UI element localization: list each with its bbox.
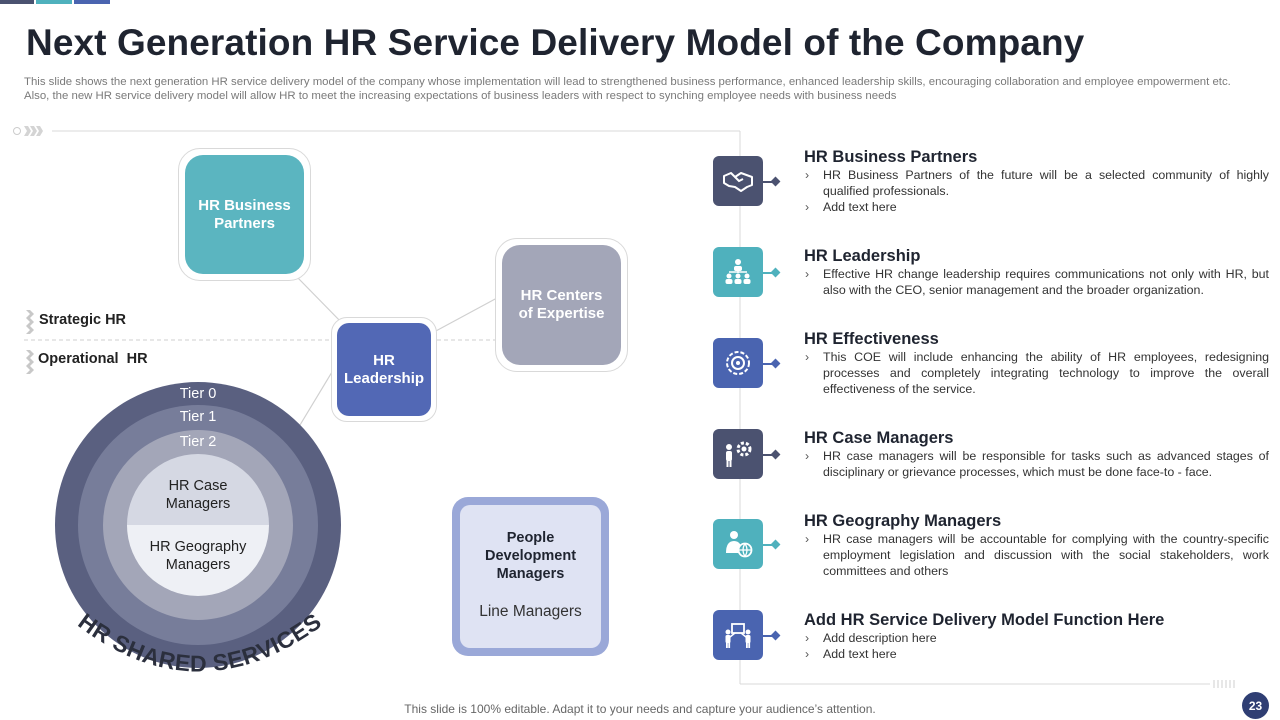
footer-note: This slide is 100% editable. Adapt it to… (404, 702, 876, 716)
function-bullet: › HR case managers will be accountable fo… (803, 531, 1269, 579)
function-bullet: › Add text here (803, 199, 1269, 215)
bullet-chevron-icon: › (805, 200, 810, 214)
function-bullet-text: Add text here (823, 200, 897, 214)
function-bullet: › Add text here (803, 646, 1269, 662)
function-bullet-text: HR case managers will be accountable for… (823, 532, 1269, 578)
function-bullet-text: Add text here (823, 647, 897, 661)
hr-business-partners-label: HR Business Partners (185, 155, 304, 274)
hr-geography-managers-core: HR Geography Managers (149, 539, 247, 573)
bullet-chevron-icon: › (805, 350, 810, 364)
function-bullet-text: Add description here (823, 631, 937, 645)
function-bullet-text: Effective HR change leadership requires … (823, 267, 1269, 297)
function-connector (763, 363, 775, 365)
people-development-inner: People Development Managers Line Manager… (460, 505, 601, 648)
shared-services-arc-text-layer: HR SHARED SERVICES (74, 608, 326, 677)
shared-services-circle (55, 382, 341, 668)
function-bullets: › Add description here › Add text here (803, 630, 1269, 662)
function-connector (763, 181, 775, 183)
function-bullets: › HR Business Partners of the future will… (803, 167, 1269, 215)
top-accent-dark (0, 0, 34, 4)
tier2-label: Tier 2 (179, 434, 217, 450)
handshake-icon (723, 168, 753, 194)
function-icon-box (713, 610, 763, 660)
bullet-chevron-icon: › (805, 631, 810, 645)
function-connector (763, 272, 775, 274)
function-title: HR Geography Managers (804, 512, 1002, 530)
function-icon-box (713, 338, 763, 388)
bullet-chevron-icon: › (805, 267, 810, 281)
bullet-chevron-icon: › (805, 532, 810, 546)
person-globe-icon (723, 529, 753, 559)
people-development-box: People Development Managers Line Manager… (452, 497, 609, 656)
function-connector (763, 635, 775, 637)
top-accent-teal (36, 0, 72, 4)
function-title: HR Leadership (804, 247, 921, 265)
tier0-label: Tier 0 (179, 386, 217, 402)
function-bullets: › Effective HR change leadership requires… (803, 266, 1269, 298)
bullet-chevron-icon: › (805, 647, 810, 661)
org-chart-icon (723, 257, 753, 287)
function-bullet-text: This COE will include enhancing the abil… (823, 350, 1269, 396)
shared-services-arc-text: HR SHARED SERVICES (74, 608, 326, 677)
function-title: HR Business Partners (804, 148, 978, 166)
bullet-chevron-icon: › (805, 449, 810, 463)
hr-centers-expertise-label: HR Centers of Expertise (502, 245, 621, 365)
hr-case-managers-core: HR Case Managers (165, 478, 231, 512)
function-bullets: › HR case managers will be accountable fo… (803, 531, 1269, 579)
operational-hr-label: Operational HR (38, 351, 148, 367)
function-title: HR Effectiveness (804, 330, 939, 348)
function-bullet: › HR Business Partners of the future will… (803, 167, 1269, 199)
function-bullets: › HR case managers will be responsible fo… (803, 448, 1269, 480)
function-icon-box (713, 519, 763, 569)
function-bullet-text: HR Business Partners of the future will … (823, 168, 1269, 198)
people-development-title: People Development Managers (484, 530, 577, 582)
person-gear-icon (722, 439, 754, 469)
function-icon-box (713, 156, 763, 206)
hr-centers-expertise-box: HR Centers of Expertise (495, 238, 628, 372)
function-title: HR Case Managers (804, 429, 954, 447)
function-bullet: › Add description here (803, 630, 1269, 646)
function-title: Add HR Service Delivery Model Function H… (804, 611, 1165, 629)
function-connector (763, 544, 775, 546)
function-bullet: › This COE will include enhancing the abi… (803, 349, 1269, 397)
hr-leadership-label: HR Leadership (337, 323, 431, 416)
function-bullets: › This COE will include enhancing the abi… (803, 349, 1269, 397)
gears-icon (723, 348, 753, 378)
strategic-hr-label: Strategic HR (39, 312, 127, 328)
function-bullet: › HR case managers will be responsible fo… (803, 448, 1269, 480)
tier1-label: Tier 1 (179, 409, 217, 425)
hr-leadership-box: HR Leadership (331, 317, 437, 422)
people-board-icon (723, 621, 753, 649)
line-managers-label: Line Managers (479, 603, 582, 620)
function-connector (763, 454, 775, 456)
page-subtitle: This slide shows the next generation HR … (24, 76, 1231, 102)
top-accent-blue (74, 0, 110, 4)
bullet-chevron-icon: › (805, 168, 810, 182)
function-icon-box (713, 247, 763, 297)
hr-business-partners-box: HR Business Partners (178, 148, 311, 281)
function-bullet: › Effective HR change leadership requires… (803, 266, 1269, 298)
page-title: Next Generation HR Service Delivery Mode… (26, 22, 1085, 63)
function-icon-box (713, 429, 763, 479)
function-bullet-text: HR case managers will be responsible for… (823, 449, 1269, 479)
page-number-badge: 23 (1242, 692, 1269, 719)
